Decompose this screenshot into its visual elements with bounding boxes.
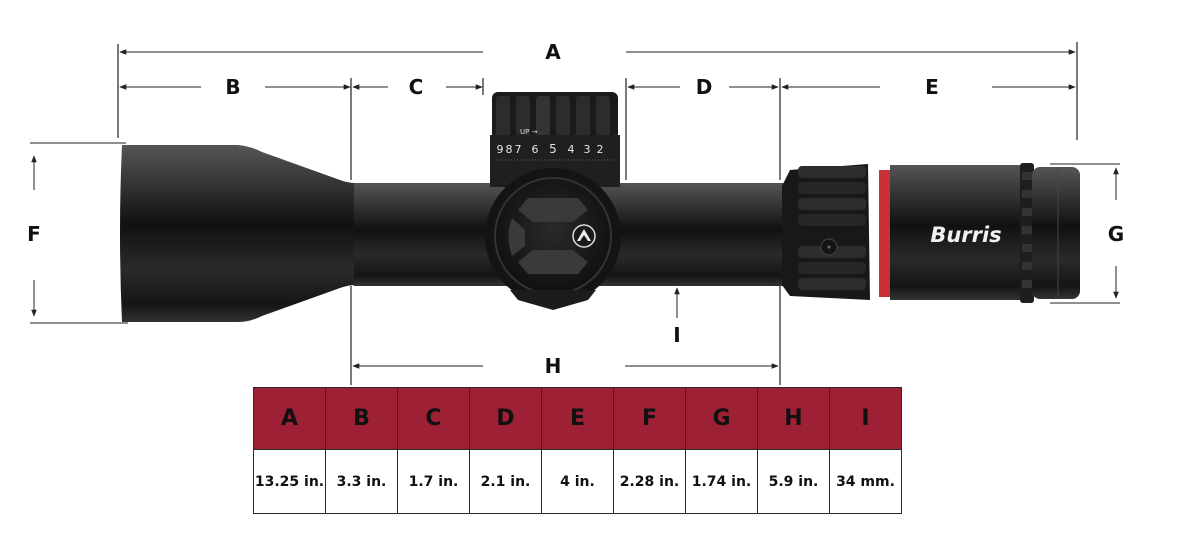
label-a: A	[545, 40, 561, 64]
header-cell-a: A	[253, 387, 326, 450]
value-cell-e: 4 in.	[541, 449, 614, 514]
value-cell-h: 5.9 in.	[757, 449, 830, 514]
label-e: E	[925, 75, 939, 99]
svg-text:8: 8	[506, 143, 513, 156]
svg-text:6: 6	[532, 143, 539, 156]
dimension-c	[352, 78, 484, 95]
header-cell-d: D	[469, 387, 542, 450]
eyepiece	[890, 165, 1028, 300]
header-cell-e: E	[541, 387, 614, 450]
svg-text:4: 4	[568, 143, 575, 156]
header-cell-b: B	[325, 387, 398, 450]
svg-text:3: 3	[584, 143, 591, 156]
value-cell-a: 13.25 in.	[253, 449, 326, 514]
value-cell-b: 3.3 in.	[325, 449, 398, 514]
brand-logo: Burris	[930, 223, 1001, 247]
label-g: G	[1107, 222, 1125, 246]
header-cell-c: C	[397, 387, 470, 450]
dimension-f	[30, 142, 128, 324]
red-accent-ring	[879, 170, 891, 297]
table-header-row: A B C D E F G H I	[253, 387, 902, 450]
dimension-g	[1050, 163, 1120, 304]
value-cell-c: 1.7 in.	[397, 449, 470, 514]
table-value-row: 13.25 in. 3.3 in. 1.7 in. 2.1 in. 4 in. …	[253, 449, 902, 514]
dimension-d	[625, 78, 781, 180]
value-cell-f: 2.28 in.	[613, 449, 686, 514]
header-cell-i: I	[829, 387, 902, 450]
elevation-turret: UP → 9 8 7 6 5 4 3 2	[490, 92, 620, 187]
header-cell-g: G	[685, 387, 758, 450]
objective-bell	[120, 145, 356, 322]
value-cell-i: 34 mm.	[829, 449, 902, 514]
svg-text:2: 2	[597, 143, 604, 156]
label-c: C	[408, 75, 424, 99]
svg-text:7: 7	[515, 143, 522, 156]
magnification-ring	[782, 164, 870, 300]
value-cell-d: 2.1 in.	[469, 449, 542, 514]
header-cell-h: H	[757, 387, 830, 450]
dimension-h	[350, 286, 781, 385]
value-cell-g: 1.74 in.	[685, 449, 758, 514]
riflescope: UP → 9 8 7 6 5 4 3 2	[120, 92, 1080, 322]
header-cell-f: F	[613, 387, 686, 450]
svg-text:UP →: UP →	[520, 128, 538, 136]
illumination-dial	[485, 168, 621, 310]
label-b: B	[225, 75, 241, 99]
label-h: H	[544, 354, 562, 378]
svg-text:9: 9	[497, 143, 504, 156]
dimension-b	[119, 78, 352, 180]
svg-text:5: 5	[549, 142, 557, 156]
label-i: I	[673, 323, 681, 347]
dimension-a	[117, 42, 1078, 140]
label-d: D	[695, 75, 713, 99]
label-f: F	[27, 222, 41, 246]
dimensions-table: A B C D E F G H I 13.25 in. 3.3 in. 1.7 …	[253, 387, 902, 514]
